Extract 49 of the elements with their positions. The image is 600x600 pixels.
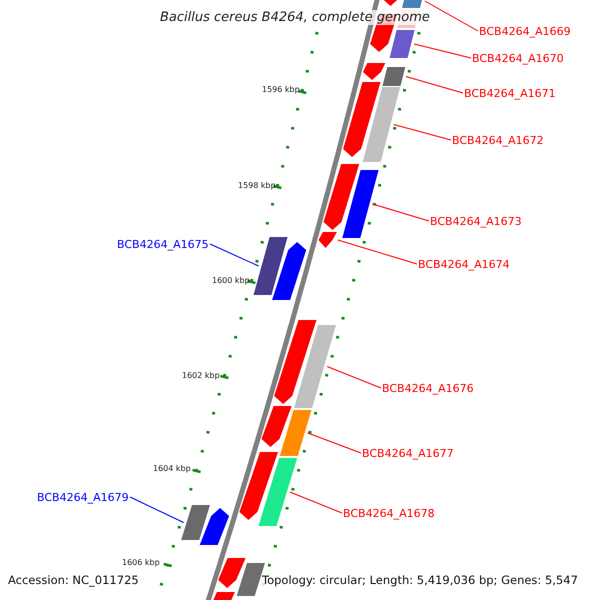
- leader-line: [289, 492, 342, 514]
- scale-label: 1604 kbp: [153, 465, 191, 473]
- gene-label: BCB4264_A1671: [464, 88, 556, 98]
- gene-label: BCB4264_A1670: [472, 52, 564, 64]
- gene-feature: [181, 505, 210, 540]
- scale-label: 1600 kbp: [212, 277, 250, 285]
- gene-feature: [218, 558, 246, 588]
- gene-feature: [200, 508, 230, 545]
- gene-label: BCB4264_A1678: [343, 508, 435, 518]
- leader-line: [307, 432, 362, 454]
- gene-label: BCB4264_A1672: [452, 134, 544, 146]
- leader-line: [337, 240, 418, 264]
- diagram-title: Bacillus cereus B4264, complete genome: [160, 10, 430, 25]
- gene-feature: [402, 0, 424, 8]
- gene-feature: [272, 242, 306, 300]
- gene-feature: [274, 320, 316, 404]
- gene-feature: [342, 170, 379, 238]
- gene-label: BCB4264_A1669: [479, 26, 571, 36]
- gene-label: BCB4264_A1673: [430, 216, 522, 226]
- gene-feature: [254, 237, 288, 295]
- gene-feature: [280, 410, 312, 456]
- gene-feature: [294, 325, 336, 408]
- scale-label: 1602 kbp: [182, 372, 220, 380]
- leader-line: [393, 124, 452, 140]
- leader-line: [130, 496, 184, 523]
- leader-line: [414, 44, 472, 58]
- gene-feature: [363, 63, 386, 80]
- gene-label: BCB4264_A1676: [382, 382, 474, 394]
- gene-feature: [343, 82, 380, 157]
- scale-label: 1606 kbp: [122, 559, 160, 567]
- footer-text: Accession: NC_011725: [8, 575, 139, 586]
- gene-label: BCB4264_A1674: [418, 258, 510, 270]
- gene-feature: [239, 452, 278, 520]
- leader-line: [405, 76, 464, 94]
- gene-feature: [382, 67, 406, 86]
- gene-feature: [390, 30, 415, 58]
- scale-label: 1598 kbp: [238, 182, 276, 190]
- leader-line: [210, 244, 260, 266]
- gene-feature: [362, 87, 400, 162]
- gene-label: BCB4264_A1679: [37, 492, 129, 502]
- leader-line: [372, 204, 430, 222]
- gene-label: BCB4264_A1677: [362, 448, 454, 458]
- gene-feature: [318, 232, 337, 248]
- gene-label: BCB4264_A1675: [117, 238, 209, 250]
- gene-feature: [262, 406, 292, 447]
- scale-label: 1596 kbp: [262, 86, 300, 94]
- gene-feature: [324, 164, 360, 230]
- footer-text: Topology: circular; Length: 5,419,036 bp; Genes: 5,547: [262, 575, 578, 586]
- gene-feature: [258, 458, 298, 526]
